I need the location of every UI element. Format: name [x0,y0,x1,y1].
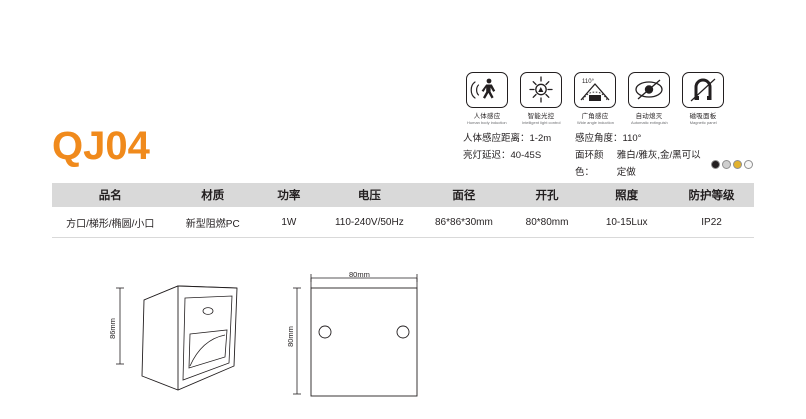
spec-ring-color: 面环颜色： 雅白/雅灰,金/黑可以定做 [575,147,753,181]
color-swatch-white [744,159,753,169]
feature-item-light-control: 智能光控 Intelligent light control [517,72,565,125]
table-header-cell: 电压 [357,190,381,202]
table-cell: 新型阻燃PC [185,218,240,230]
color-swatch-gold [733,159,742,169]
spec-row-2: 亮灯延迟：40-45S 面环颜色： 雅白/雅灰,金/黑可以定做 [463,147,753,181]
table-header-cell: 照度 [615,190,639,202]
table-bottom-divider [52,237,754,238]
color-swatches [711,159,753,169]
human-sensor-icon [466,72,508,108]
feature-label-cn: 自动熄灭 [635,113,663,120]
spec-label: 人体感应距离： [463,133,530,144]
table-cell: 110-240V/50Hz [334,216,404,228]
spec-row-1: 人体感应距离：1-2m 感应角度：110° [463,130,753,147]
feature-label-en: Automatic extinguish [630,120,668,125]
table-cell: 方口/梯形/椭圆/小口 [66,218,155,230]
spec-sensing-angle: 感应角度：110° [575,130,753,147]
spec-light-delay: 亮灯延迟：40-45S [463,147,575,181]
table-header-cell: 品名 [98,190,122,202]
table-header-row: 品名 材质 功率 电压 面径 开孔 照度 防护等级 [52,183,754,207]
spec-value: 雅白/雅灰,金/黑可以定做 [616,150,701,178]
feature-label-cn: 智能光控 [527,113,555,120]
spec-label: 感应角度： [575,133,623,144]
table-header-cell: 防护等级 [688,190,735,202]
feature-item-magnetic-panel: 磁吸面板 Magnetic panel [679,72,727,125]
spec-sensing-distance: 人体感应距离：1-2m [463,130,575,147]
wide-angle-icon: 110° [574,72,616,108]
spec-label: 面环颜色： [575,150,604,178]
spec-value: 40-45S [510,150,542,161]
product-perspective-drawing [116,285,238,391]
magnetic-panel-icon [682,72,724,108]
technical-drawings: 86mm 80mm 80mm [52,258,754,408]
feature-label-cn: 人体感应 [473,113,501,120]
auto-off-icon [628,72,670,108]
table-cell: 10-15Lux [605,216,648,228]
cutout-height-dimension: 80mm [285,326,295,347]
page-title: QJ04 [52,124,150,168]
table-header-cell: 开孔 [535,190,559,202]
table-cell: IP22 [701,216,722,228]
table-cell: 86*86*30mm [435,216,493,228]
spec-value: 1-2m [529,133,552,144]
table-header-cell: 材质 [201,190,225,202]
feature-item-auto-off: 自动熄灭 Automatic extinguish [625,72,673,125]
table-row: 方口/梯形/椭圆/小口 新型阻燃PC 1W 110-240V/50Hz 86*8… [52,207,754,237]
feature-label-en: Human body induction [467,120,507,125]
feature-label-cn: 广角感应 [581,113,609,120]
feature-label-en: Wide angle induction [576,120,614,125]
feature-label-en: Magnetic panel [689,120,717,125]
light-sensor-icon [520,72,562,108]
feature-label-cn: 磁吸面板 [689,113,717,120]
spec-label: 亮灯延迟： [463,150,511,161]
color-swatch-grey [722,159,731,169]
feature-item-human-sensor: 人体感应 Human body induction [463,72,511,125]
product-cutout-drawing [293,274,418,397]
svg-text:110°: 110° [582,79,595,85]
feature-item-wide-angle: 110° 广角感应 Wide angle induction [571,72,619,125]
cutout-width-dimension: 80mm [349,270,370,279]
front-height-dimension: 86mm [107,318,117,339]
color-swatch-black [711,159,720,169]
spec-table: 品名 材质 功率 电压 面径 开孔 照度 防护等级 方口/梯形/椭圆/小口 新型… [52,183,754,237]
table-header-cell: 功率 [277,190,301,202]
table-header-cell: 面径 [452,190,476,202]
table-cell: 1W [281,216,297,228]
table-cell: 80*80mm [525,216,569,228]
spec-value: 110° [622,133,642,144]
spec-block: 人体感应距离：1-2m 感应角度：110° 亮灯延迟：40-45S 面环颜色： 雅… [463,130,753,181]
feature-label-en: Intelligent light control [521,120,561,125]
feature-icon-row: 人体感应 Human body induction 智能光控 In [463,72,727,125]
